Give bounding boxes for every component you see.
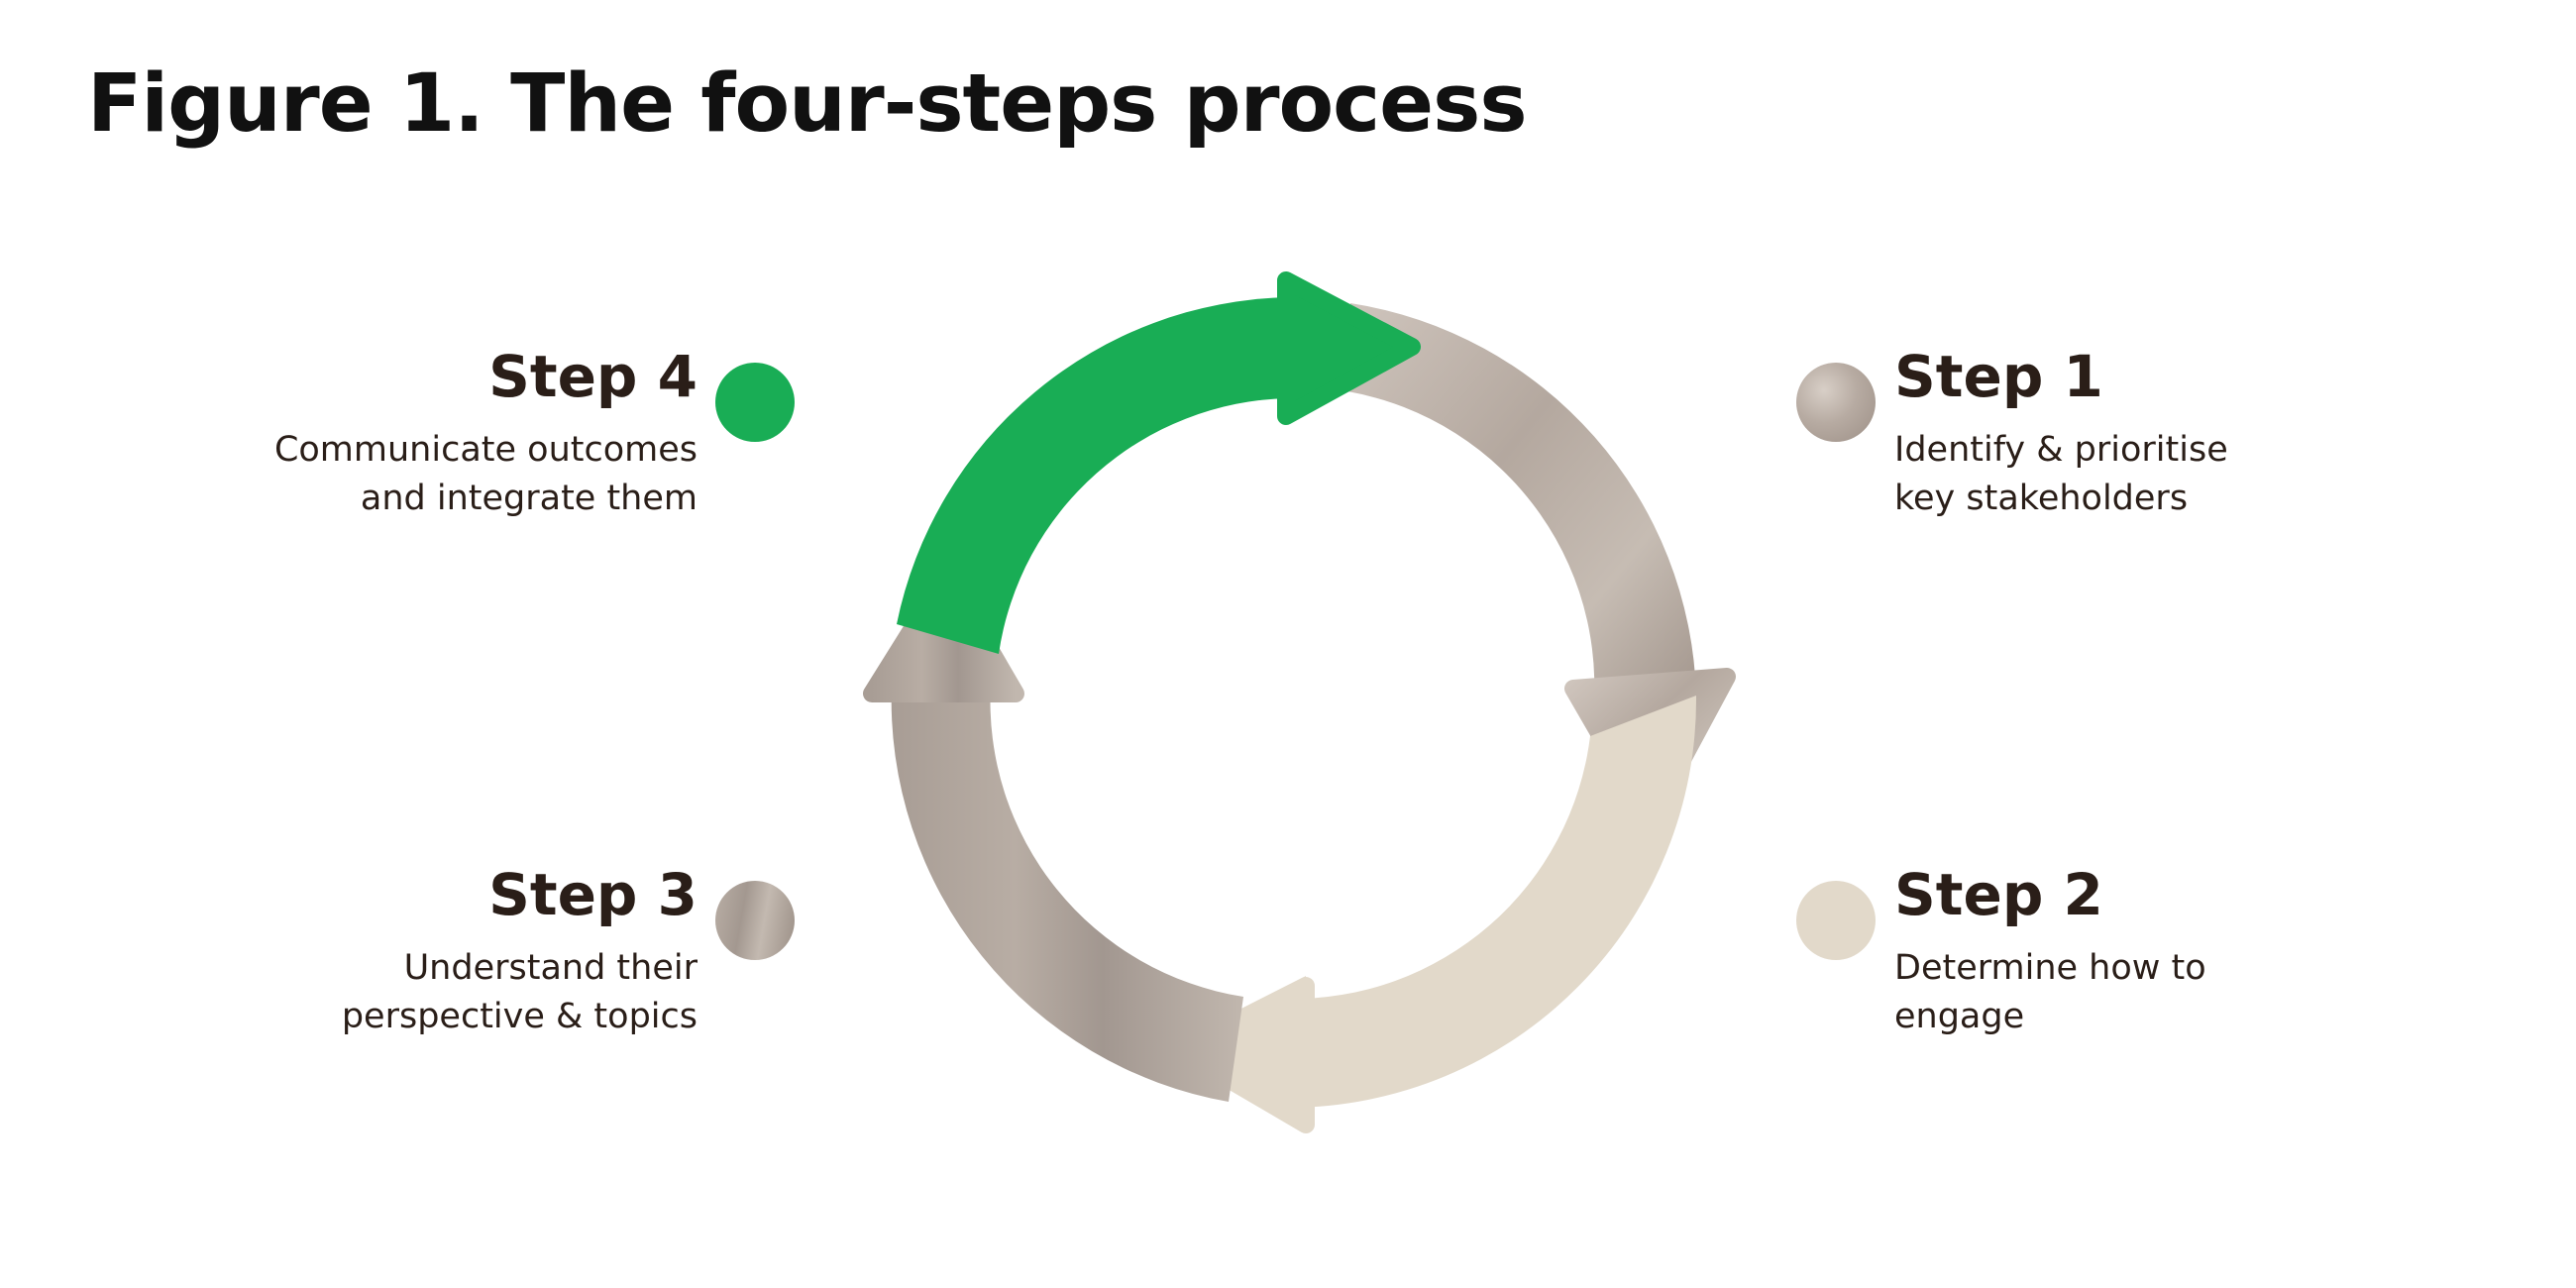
- arrow-step-3: [863, 566, 1243, 1102]
- step-3-line-1: Understand their: [403, 948, 698, 988]
- figure-title: Figure 1. The four-steps process: [87, 57, 1528, 151]
- step-4-marker: [715, 363, 795, 442]
- step-3-description: Understand their perspective & topics: [342, 944, 698, 1041]
- step-1-line-1: Identify & prioritise: [1894, 430, 2228, 470]
- step-1-marker: [1796, 363, 1876, 442]
- step-2-marker: [1796, 881, 1876, 960]
- step-1-title: Step 1: [1894, 343, 2103, 410]
- step-4-title: Step 4: [488, 343, 698, 410]
- step-2-title: Step 2: [1894, 861, 2103, 928]
- step-3-title: Step 3: [488, 861, 698, 928]
- step-1-description: Identify & prioritise key stakeholders: [1894, 426, 2228, 523]
- step-2-line-1: Determine how to: [1894, 948, 2206, 988]
- step-2-line-2: engage: [1894, 997, 2025, 1036]
- step-3-marker: [715, 881, 795, 960]
- step-2-description: Determine how to engage: [1894, 944, 2206, 1041]
- arrow-step-4: [897, 271, 1421, 654]
- step-4-description: Communicate outcomes and integrate them: [274, 426, 698, 523]
- arrow-step-2: [1169, 696, 1697, 1133]
- step-4-line-1: Communicate outcomes: [273, 430, 698, 470]
- step-4-line-2: and integrate them: [360, 479, 698, 518]
- step-1-line-2: key stakeholders: [1894, 479, 2189, 518]
- step-3-line-2: perspective & topics: [341, 997, 698, 1036]
